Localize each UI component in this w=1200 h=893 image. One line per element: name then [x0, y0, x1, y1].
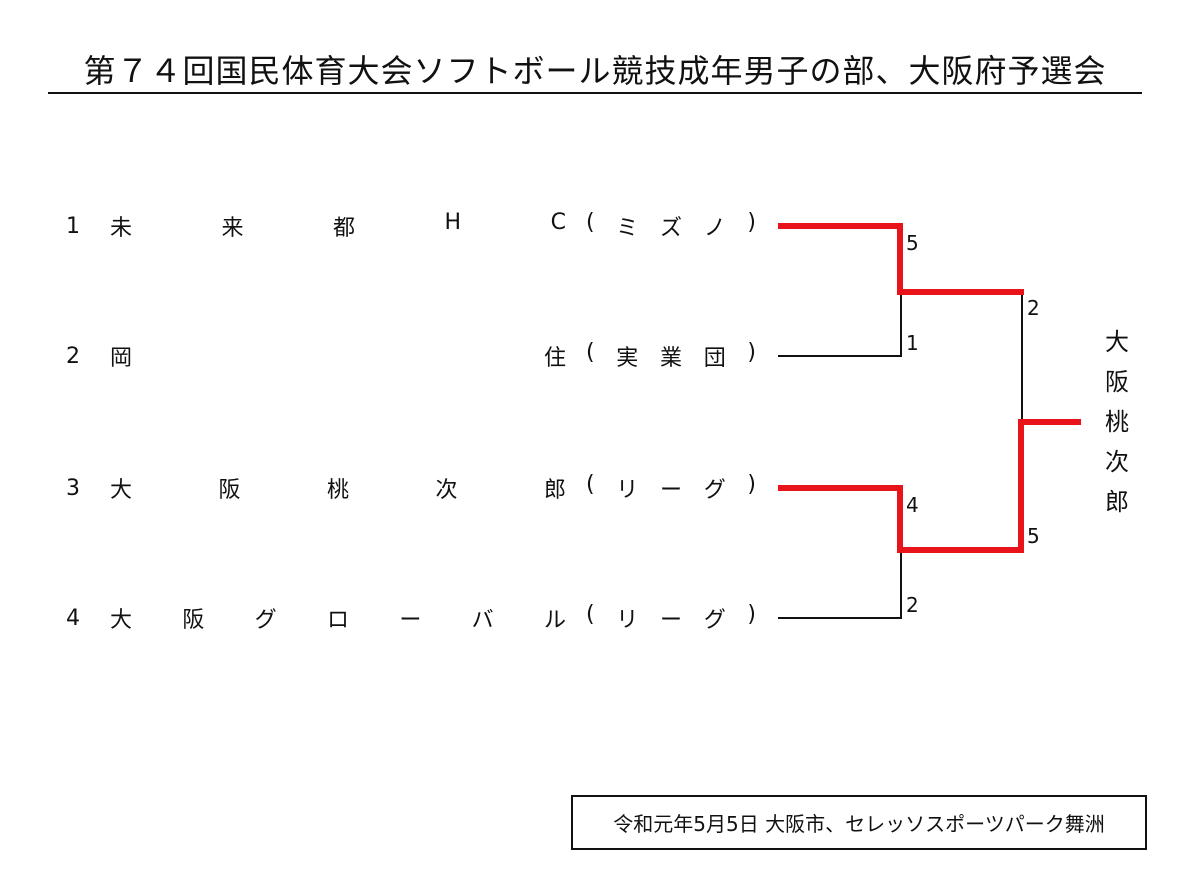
score-semi1-team1: 5 — [906, 231, 919, 255]
team-entry-4: 4 大阪グローバル (リーグ) — [66, 601, 756, 635]
champion-name: 大阪桃次郎 — [1105, 328, 1129, 516]
score-semi1-team2: 1 — [906, 331, 919, 355]
event-date-venue: 令和元年5月5日 大阪市、セレッソスポーツパーク舞洲 — [571, 795, 1147, 850]
team-name: 大阪グローバル — [110, 608, 566, 633]
team-affiliation: (リーグ) — [586, 602, 756, 633]
winner-line-team3 — [778, 419, 1081, 553]
team-seed: 2 — [66, 343, 80, 369]
page-title: 第７４回国民体育大会ソフトボール競技成年男子の部、大阪府予選会 — [48, 50, 1142, 94]
team-seed: 3 — [66, 475, 80, 501]
team-name: 大阪桃次郎 — [110, 478, 566, 503]
team-seed: 4 — [66, 605, 80, 631]
team-affiliation: (ミズノ) — [586, 210, 756, 241]
team-seed: 1 — [66, 213, 80, 239]
score-semi2-team3: 4 — [906, 493, 919, 517]
team-entry-2: 2 岡住 (実業団) — [66, 339, 756, 373]
score-semi2-team4: 2 — [906, 593, 919, 617]
score-final-bottom: 5 — [1027, 524, 1040, 548]
score-final-top: 2 — [1027, 296, 1040, 320]
winner-line-team1 — [778, 223, 1024, 295]
team-affiliation: (実業団) — [586, 340, 756, 371]
team-entry-3: 3 大阪桃次郎 (リーグ) — [66, 471, 756, 505]
loser-line-team4 — [778, 549, 902, 619]
team-affiliation: (リーグ) — [586, 472, 756, 503]
team-name: 岡住 — [110, 346, 566, 371]
loser-line-team2 — [778, 291, 902, 357]
